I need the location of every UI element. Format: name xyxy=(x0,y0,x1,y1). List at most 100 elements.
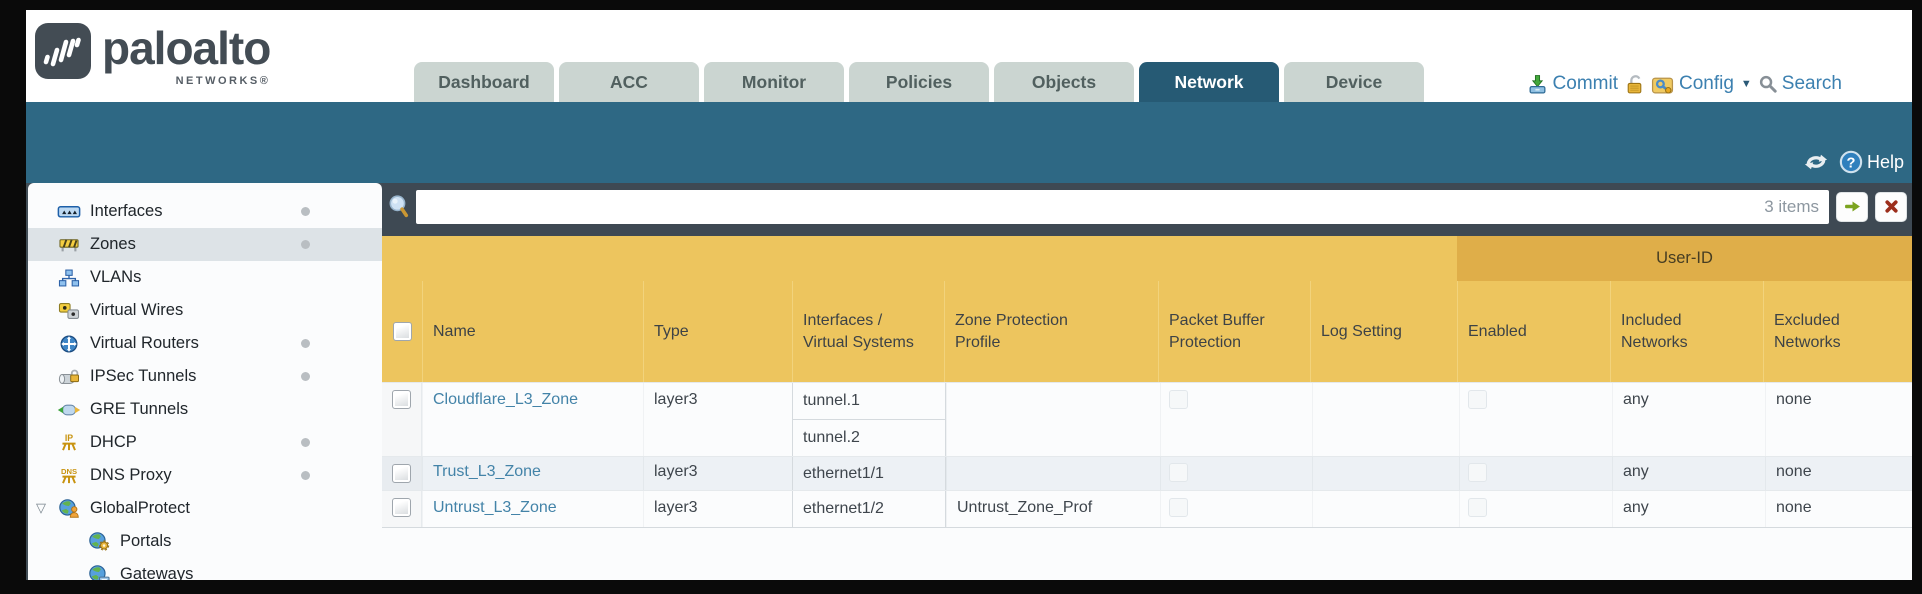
commit-label: Commit xyxy=(1552,73,1618,94)
dhcp-icon: IP xyxy=(55,433,83,452)
sidebar-item-gre-tunnels[interactable]: GRE Tunnels xyxy=(28,393,382,426)
column-header-name[interactable]: Name xyxy=(422,281,643,382)
sidebar-item-dns-proxy[interactable]: DNS DNS Proxy xyxy=(28,459,382,492)
tab-network[interactable]: Network xyxy=(1139,62,1279,102)
included-networks-cell: any xyxy=(1612,491,1765,527)
sidebar-item-label: DHCP xyxy=(90,433,137,451)
help-icon: ? xyxy=(1839,150,1863,174)
user-id-group-header: User-ID xyxy=(1457,236,1912,281)
refresh-icon[interactable] xyxy=(1803,152,1829,172)
interface-item: tunnel.1 xyxy=(803,392,860,409)
table-row: Trust_L3_Zone layer3 ethernet1/1 any non… xyxy=(382,456,1912,490)
sidebar-item-label: Virtual Wires xyxy=(90,301,184,319)
help-button[interactable]: ? Help xyxy=(1839,150,1904,174)
chevron-down-icon: ▼ xyxy=(1740,78,1752,90)
filter-bar: 3 items xyxy=(382,183,1912,230)
interface-item: ethernet1/2 xyxy=(803,500,884,517)
sidebar-item-portals[interactable]: Portals xyxy=(28,525,382,558)
status-dot xyxy=(301,207,310,216)
user-id-enabled-checkbox xyxy=(1468,498,1487,517)
network-sidebar: Interfaces Zones xyxy=(28,183,382,580)
sidebar-item-interfaces[interactable]: Interfaces xyxy=(28,195,382,228)
commit-icon xyxy=(1529,74,1546,94)
row-checkbox[interactable] xyxy=(392,464,411,483)
included-networks-cell: any xyxy=(1612,457,1765,490)
sidebar-item-label: Interfaces xyxy=(90,202,163,220)
tab-dashboard[interactable]: Dashboard xyxy=(414,62,554,102)
main-nav-tabs: Dashboard ACC Monitor Policies Objects N… xyxy=(414,62,1424,102)
tab-device[interactable]: Device xyxy=(1284,62,1424,102)
column-header-interfaces[interactable]: Interfaces / Virtual Systems xyxy=(792,281,944,382)
app-window: paloalto NETWORKS® Dashboard ACC Monitor… xyxy=(26,10,1912,580)
column-header-log-setting[interactable]: Log Setting xyxy=(1310,281,1457,382)
sidebar-item-label: Gateways xyxy=(120,565,194,580)
search-button[interactable]: Search xyxy=(1759,73,1842,95)
status-dot xyxy=(301,438,310,447)
column-header-excluded-networks[interactable]: Excluded Networks xyxy=(1763,281,1912,382)
top-bar: paloalto NETWORKS® Dashboard ACC Monitor… xyxy=(26,10,1912,102)
column-header-type[interactable]: Type xyxy=(643,281,792,382)
sidebar-item-vlans[interactable]: VLANs xyxy=(28,261,382,294)
brand-sub: NETWORKS® xyxy=(175,75,271,87)
filter-search-icon xyxy=(389,194,409,217)
search-icon xyxy=(1759,75,1777,93)
status-dot xyxy=(301,240,310,249)
virtual-routers-icon xyxy=(55,334,83,353)
interface-item: ethernet1/1 xyxy=(803,465,884,482)
paloalto-logo: paloalto NETWORKS® xyxy=(34,22,271,87)
filter-input[interactable] xyxy=(426,196,1765,217)
packet-buffer-protection-checkbox xyxy=(1169,463,1188,482)
tab-policies[interactable]: Policies xyxy=(849,62,989,102)
tab-objects[interactable]: Objects xyxy=(994,62,1134,102)
table-group-header-row: User-ID xyxy=(382,236,1912,281)
zone-name-link[interactable]: Trust_L3_Zone xyxy=(433,463,541,480)
sidebar-item-label: Portals xyxy=(120,532,172,550)
zone-type-cell: layer3 xyxy=(643,383,792,456)
sidebar-item-globalprotect[interactable]: ▽ GlobalProtect xyxy=(28,492,382,525)
config-label: Config xyxy=(1678,73,1734,94)
clear-filter-button[interactable] xyxy=(1875,191,1907,222)
packet-buffer-protection-checkbox xyxy=(1169,498,1188,517)
brand-name: paloalto xyxy=(102,22,271,74)
svg-text:DNS: DNS xyxy=(61,467,77,476)
zone-name-link[interactable]: Untrust_L3_Zone xyxy=(433,499,557,516)
interface-item: tunnel.2 xyxy=(793,419,945,455)
row-checkbox[interactable] xyxy=(392,390,411,409)
zones-icon xyxy=(55,235,83,254)
help-label: Help xyxy=(1866,151,1904,172)
tab-monitor[interactable]: Monitor xyxy=(704,62,844,102)
log-setting-cell xyxy=(1312,383,1459,456)
config-dropdown[interactable]: Config ▼ xyxy=(1651,73,1752,95)
column-header-packet-buffer-protection[interactable]: Packet Buffer Protection xyxy=(1158,281,1310,382)
excluded-networks-cell: none xyxy=(1765,383,1912,456)
virtual-wires-icon xyxy=(55,301,83,320)
zone-protection-profile-cell: Untrust_Zone_Prof xyxy=(946,491,1160,527)
commit-button[interactable]: Commit xyxy=(1527,73,1618,95)
column-header-enabled[interactable]: Enabled xyxy=(1457,281,1610,382)
zone-name-link[interactable]: Cloudflare_L3_Zone xyxy=(433,391,578,408)
table-row: Untrust_L3_Zone layer3 ethernet1/2 Untru… xyxy=(382,490,1912,528)
sidebar-item-zones[interactable]: Zones xyxy=(28,228,382,261)
sidebar-item-dhcp[interactable]: IP DHCP xyxy=(28,426,382,459)
lock-icon[interactable] xyxy=(1625,74,1644,95)
interfaces-icon xyxy=(55,202,83,221)
vlans-icon xyxy=(55,268,83,287)
main-area: Interfaces Zones xyxy=(26,183,1912,580)
sidebar-item-label: DNS Proxy xyxy=(90,466,172,484)
column-header-included-networks[interactable]: Included Networks xyxy=(1610,281,1763,382)
column-header-zone-protection-profile[interactable]: Zone Protection Profile xyxy=(944,281,1158,382)
zone-type-cell: layer3 xyxy=(643,457,792,490)
portals-icon xyxy=(85,532,113,551)
select-all-checkbox[interactable] xyxy=(392,322,412,341)
top-actions: Commit Config ▼ xyxy=(1527,73,1842,95)
tab-acc[interactable]: ACC xyxy=(559,62,699,102)
sidebar-item-gateways[interactable]: Gateways xyxy=(28,558,382,580)
sidebar-item-virtual-routers[interactable]: Virtual Routers xyxy=(28,327,382,360)
sidebar-item-virtual-wires[interactable]: Virtual Wires xyxy=(28,294,382,327)
apply-filter-button[interactable] xyxy=(1836,191,1868,222)
filter-field: 3 items xyxy=(416,189,1829,224)
expander-triangle-icon[interactable]: ▽ xyxy=(36,500,46,515)
sidebar-item-ipsec-tunnels[interactable]: IPSec Tunnels xyxy=(28,360,382,393)
interfaces-cell: ethernet1/1 xyxy=(792,457,946,490)
row-checkbox[interactable] xyxy=(392,498,411,517)
